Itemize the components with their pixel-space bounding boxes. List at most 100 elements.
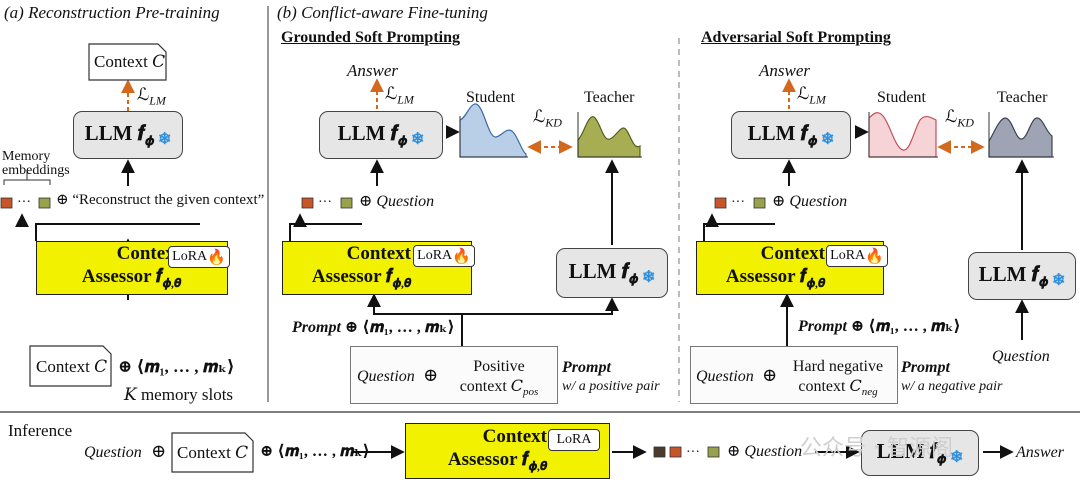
inference-label: Inference [8, 421, 73, 440]
i-token-olive [707, 446, 720, 458]
g-teacher-plot [577, 112, 642, 158]
panel-b-title: (b) Conflict-aware Fine-tuning [277, 3, 488, 22]
v-prompt-line: Prompt ⊕ ⟨𝒎₁, … , 𝒎ₖ⟩ [798, 319, 961, 335]
g-kd-label: ℒKD [533, 108, 562, 128]
g-student-plot [459, 103, 528, 158]
a-assessor-line1: Context [116, 242, 181, 264]
g-prompt-slots: ⊕ ⟨𝒎₁, … , 𝒎ₖ⟩ [344, 319, 455, 336]
v-prompt-question: Question [696, 368, 754, 385]
v-loss-label: ℒLM [797, 85, 826, 105]
v-student-label: Student [877, 89, 926, 106]
g-assessor-label: Context Assessor 𝒇𝝓,𝜽 [312, 242, 411, 295]
g-prompt-oplus: ⊕ [423, 365, 439, 385]
v-answer-label: Answer [759, 61, 810, 80]
g-llm-box: LLM 𝒇𝝓❄ [319, 111, 443, 159]
i-context-box-shape [171, 432, 254, 473]
snowflake-icon: ❄ [950, 448, 964, 466]
a-memory-label-2: embeddings [2, 163, 70, 178]
a-assessor-label: Context Assessor 𝒇𝝓,𝜽 [82, 242, 181, 295]
a-llm-sub: 𝝓 [144, 133, 154, 149]
g-heading: Grounded Soft Prompting [281, 29, 460, 46]
i-llm-text: LLM 𝒇 [876, 438, 937, 463]
v-lora-text: LoRA [830, 248, 866, 263]
g-assessor-line2-text: Assessor 𝒇 [311, 265, 393, 287]
g-prompt-desc: w/ a positive pair [562, 379, 660, 394]
v-teacher-llm-text: LLM 𝒇 [978, 261, 1039, 286]
i-question-line: ⊕ Question [727, 443, 803, 460]
fire-icon: 🔥 [207, 249, 226, 266]
v-lora-badge: LoRA🔥 [826, 245, 888, 267]
g-assessor-to-tokens-line [289, 223, 362, 241]
g-prompt-question: Question [357, 368, 415, 385]
snowflake-icon: ❄ [411, 130, 425, 148]
v-kd-label: ℒKD [945, 108, 974, 128]
a-assessor-line2: Assessor 𝒇𝝓,𝜽 [82, 265, 181, 295]
snowflake-icon: ❄ [158, 130, 172, 148]
v-ctx-sub: neg [861, 386, 878, 399]
v-assessor-line2: Assessor 𝒇𝝓,𝜽 [726, 265, 825, 295]
g-prompt-to-teacher-arrow [462, 297, 619, 315]
i-context-label: Context 𝐶 [177, 443, 249, 462]
v-question-input: Question [992, 348, 1050, 365]
g-kd-symbol: ℒ [533, 107, 546, 126]
i-assessor-line2: Assessor 𝒇𝝓,𝜽 [448, 448, 547, 478]
a-input-context-label: Context 𝐶 [36, 357, 108, 376]
i-llm-sub: 𝝓 [936, 451, 946, 467]
v-prompt-slots: ⊕ ⟨𝒎₁, … , 𝒎ₖ⟩ [850, 318, 961, 335]
a-loss-label: ℒLM [137, 86, 166, 106]
g-loss-label: ℒLM [385, 85, 414, 105]
v-token-ellipsis: ··· [731, 195, 745, 210]
v-negative-ctx-label: Hard negative context 𝐶neg [782, 357, 894, 402]
g-prompt-frame [350, 346, 558, 404]
a-token-olive [38, 197, 51, 209]
g-ctx-line2-text: context 𝐶 [459, 378, 524, 395]
g-prompt-word: Prompt [292, 319, 341, 336]
fire-icon: 🔥 [865, 248, 884, 265]
a-context-box-shape [88, 43, 167, 81]
i-llm-label: LLM 𝒇𝝓❄ [877, 439, 964, 467]
v-ctx-line2-text: context 𝐶 [798, 378, 862, 395]
v-assessor-line1: Context [760, 242, 825, 264]
v-assessor-label: Context Assessor 𝒇𝝓,𝜽 [726, 242, 825, 295]
g-ctx-sub: pos [523, 386, 539, 399]
i-llm-box: LLM 𝒇𝝓❄ [861, 430, 979, 476]
g-answer-label: Answer [347, 61, 398, 80]
g-llm-text: LLM 𝒇 [337, 120, 398, 145]
i-token-dark [653, 446, 666, 458]
i-slots: ⊕ ⟨𝒎₁, … , 𝒎ₖ⟩ [260, 443, 370, 460]
v-llm-box: LLM 𝒇𝝓❄ [731, 111, 851, 159]
g-lora-text: LoRA [417, 248, 453, 263]
i-assessor-sub: 𝝓,𝜽 [528, 458, 547, 473]
g-prompt-label: Prompt [562, 359, 611, 376]
a-llm-text: LLM 𝒇 [84, 120, 145, 145]
g-student-label: Student [466, 89, 515, 106]
panel-a-title: (a) Reconstruction Pre-training [4, 3, 220, 22]
a-slots-label: 𝐾 memory slots [124, 385, 234, 404]
g-ctx-line2: context 𝐶pos [446, 377, 552, 402]
g-assessor-sub: 𝝓,𝜽 [392, 275, 411, 290]
v-token-orange [714, 197, 727, 209]
v-loss-sub: LM [809, 92, 826, 107]
v-llm-label: LLM 𝒇𝝓❄ [748, 121, 835, 149]
g-ctx-line1: Positive [473, 358, 525, 375]
snowflake-icon: ❄ [642, 268, 656, 286]
v-teacher-llm-box: LLM 𝒇𝝓❄ [968, 252, 1076, 300]
v-question-line: ⊕ Question [772, 193, 848, 210]
v-kd-symbol: ℒ [945, 107, 958, 126]
a-assessor-to-memory-line [35, 223, 200, 241]
v-assessor-to-tokens-line [703, 223, 775, 241]
a-input-slots: ⊕ ⟨𝒎₁, … , 𝒎ₖ⟩ [118, 357, 235, 376]
v-assessor-box: Context Assessor 𝒇𝝓,𝜽 [696, 241, 884, 295]
a-lora-badge: LoRA🔥 [168, 246, 230, 268]
v-ctx-line1: Hard negative [792, 358, 884, 375]
v-kd-sub: KD [957, 115, 974, 130]
v-llm-sub: 𝝓 [807, 133, 817, 149]
v-teacher-llm-sub: 𝝓 [1038, 274, 1048, 290]
a-llm-label: LLM 𝒇𝝓❄ [85, 121, 172, 149]
g-teacher-label: Teacher [584, 89, 635, 106]
g-kd-sub: KD [545, 115, 562, 130]
a-reconstruct-instruction: ⊕ “Reconstruct the given context” [56, 192, 265, 208]
i-oplus: ⊕ [151, 441, 167, 461]
fire-icon: 🔥 [452, 248, 471, 265]
